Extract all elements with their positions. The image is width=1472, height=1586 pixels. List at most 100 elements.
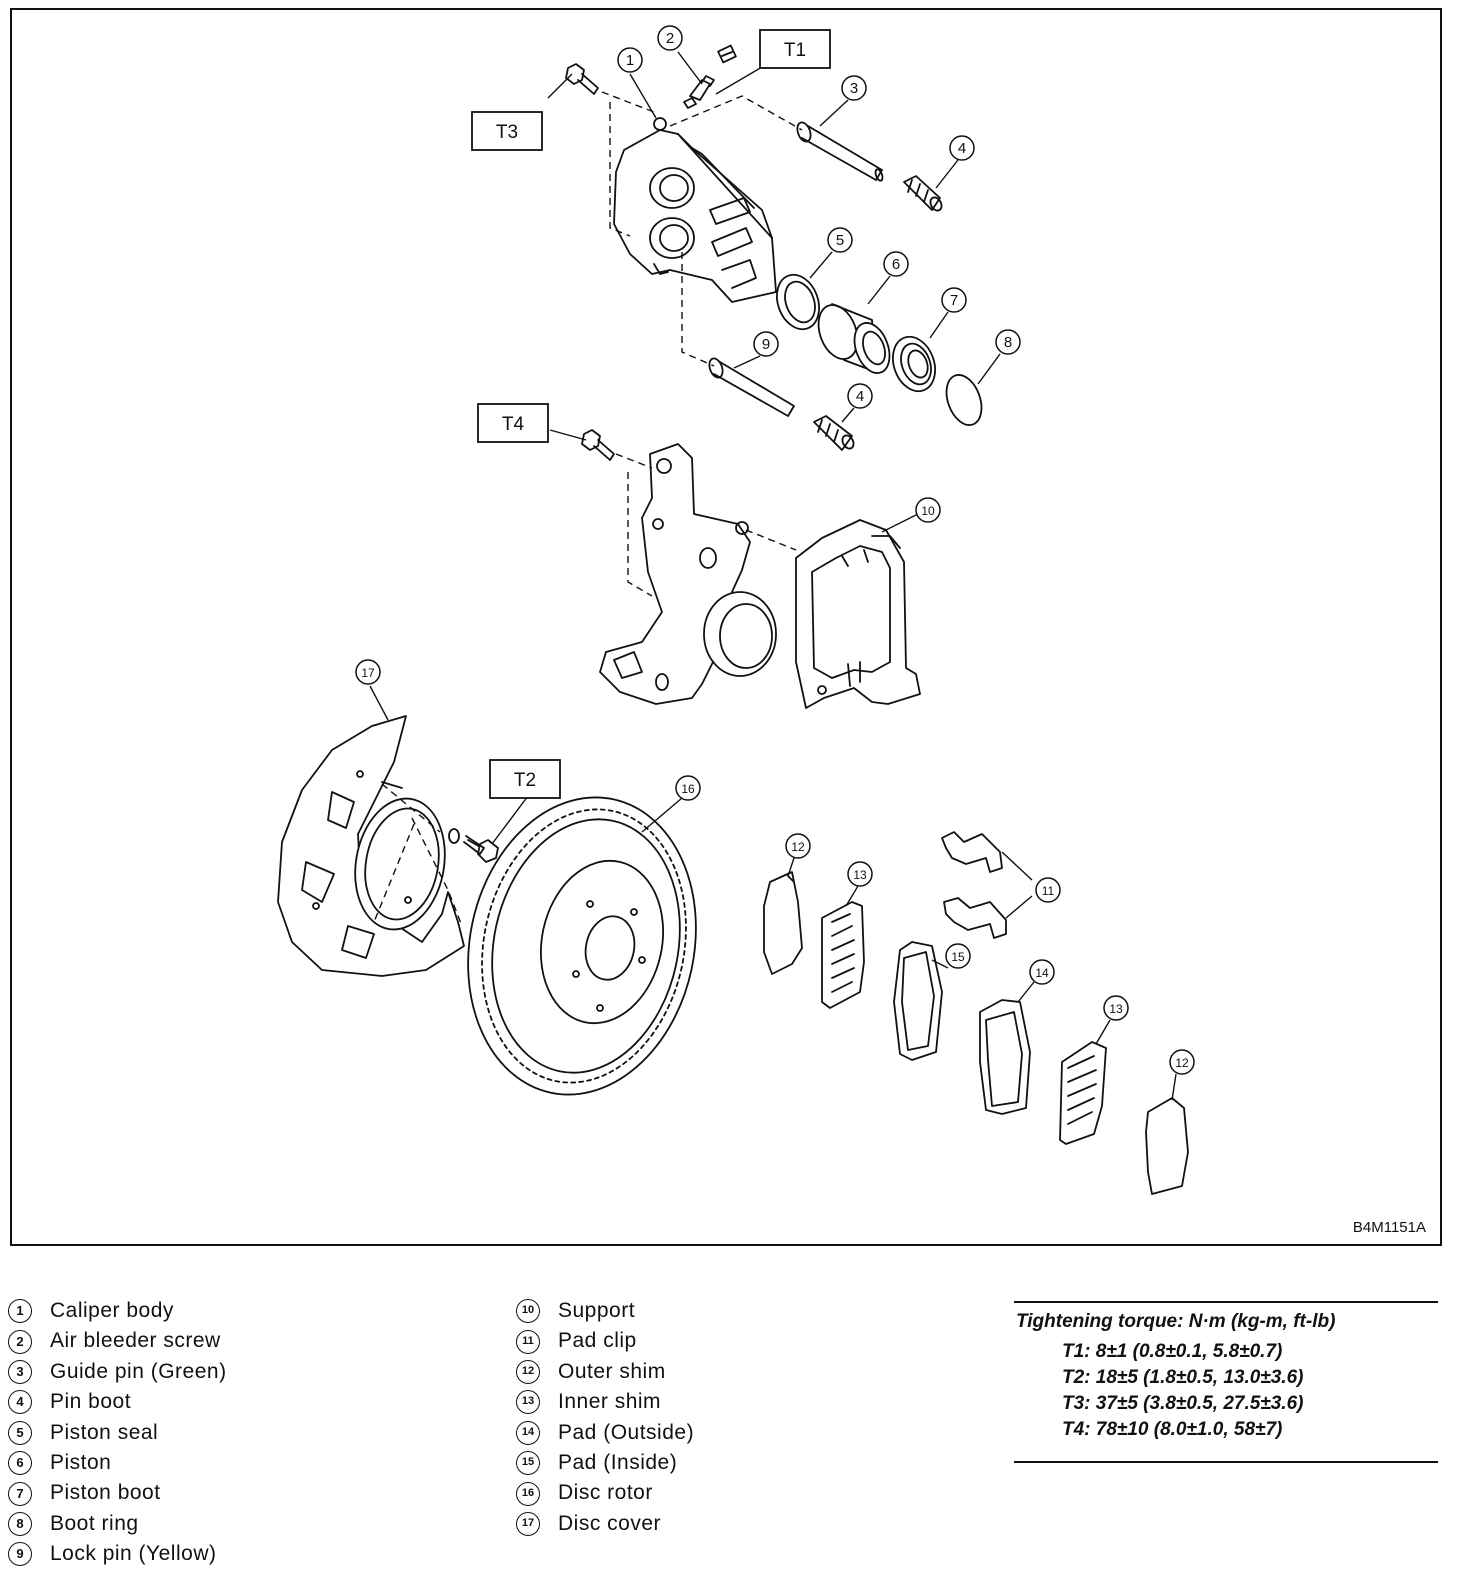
inner-shim-right-drawing — [1059, 1041, 1107, 1145]
legend-number: 16 — [516, 1481, 540, 1506]
legend-label: Pad clip — [558, 1329, 637, 1353]
legend-item: 2 Air bleeder screw — [8, 1326, 227, 1356]
bolt-t3-drawing — [565, 63, 599, 95]
legend-number: 2 — [8, 1329, 32, 1354]
legend-number: 17 — [516, 1512, 540, 1537]
callout-4-upper: 4 — [949, 135, 975, 161]
callout-label: 8 — [1004, 334, 1012, 351]
legend-number: 12 — [516, 1360, 540, 1385]
torque-tag-t3: T3 — [471, 111, 543, 151]
callout-9: 9 — [753, 331, 779, 357]
callout-label: 12 — [791, 840, 805, 854]
legend-label: Outer shim — [558, 1359, 666, 1383]
callout-6: 6 — [883, 251, 909, 277]
callout-16: 16 — [675, 775, 701, 801]
callout-15: 15 — [945, 943, 971, 969]
callout-label: 13 — [1109, 1002, 1123, 1016]
callout-label: 16 — [681, 782, 695, 796]
callout-13-left: 13 — [847, 861, 873, 887]
callout-label: 15 — [951, 950, 965, 964]
callout-label: 17 — [361, 666, 375, 680]
callout-12-left: 12 — [785, 833, 811, 859]
legend-label: Air bleeder screw — [50, 1329, 221, 1353]
legend-number: 10 — [516, 1299, 540, 1324]
torque-spec-row: T4: 78±10 (8.0±1.0, 58±7) — [1062, 1419, 1283, 1440]
torque-tag-label: T2 — [514, 770, 536, 791]
torque-tag-label: T1 — [784, 40, 806, 61]
legend-number: 13 — [516, 1390, 540, 1415]
figure-code: B4M1151A — [1352, 1219, 1426, 1236]
callout-label: 3 — [850, 80, 858, 97]
legend-number: 7 — [8, 1481, 32, 1506]
legend-item: 11 Pad clip — [516, 1326, 694, 1356]
diagram-frame: 1 2 3 4 5 6 7 8 9 4 10 17 16 12 13 11 15… — [10, 8, 1442, 1246]
callout-12-right: 12 — [1169, 1049, 1195, 1075]
legend-number: 4 — [8, 1390, 32, 1415]
legend-item: 16 Disc rotor — [516, 1478, 694, 1508]
legend-label: Disc rotor — [558, 1481, 653, 1505]
leader-lines — [369, 51, 1177, 1101]
legend-number: 15 — [516, 1451, 540, 1476]
bolt-t4-drawing — [581, 429, 615, 461]
legend-item: 6 Piston — [8, 1448, 227, 1478]
callout-label: 10 — [921, 504, 935, 518]
torque-spec-row: T2: 18±5 (1.8±0.5, 13.0±3.6) — [1062, 1367, 1304, 1388]
legend-label: Guide pin (Green) — [50, 1359, 227, 1383]
pad-outside-drawing — [979, 999, 1031, 1115]
pad-inside-drawing — [893, 941, 943, 1061]
boot-ring-drawing — [945, 374, 983, 426]
callout-8: 8 — [995, 329, 1021, 355]
piston-boot-drawing — [892, 335, 936, 393]
legend-item: 14 Pad (Outside) — [516, 1418, 694, 1448]
callout-label: 11 — [1042, 884, 1055, 898]
outer-shim-left-drawing — [763, 871, 803, 975]
legend-number: 5 — [8, 1420, 32, 1445]
callout-label: 4 — [958, 140, 966, 157]
outer-shim-right-drawing — [1145, 1097, 1189, 1195]
guide-pin-drawing — [796, 121, 884, 182]
torque-tag-label: T3 — [496, 122, 518, 143]
callout-5: 5 — [827, 227, 853, 253]
callout-11: 11 — [1035, 877, 1061, 903]
legend-number: 6 — [8, 1451, 32, 1476]
callout-label: 4 — [856, 388, 864, 405]
legend-label: Pad (Outside) — [558, 1420, 695, 1444]
callout-4-lower: 4 — [847, 383, 873, 409]
callout-label: 5 — [836, 232, 844, 249]
callout-label: 6 — [892, 256, 900, 273]
exploded-brake-diagram: 1 2 3 4 5 6 7 8 9 4 10 17 16 12 13 11 15… — [277, 25, 1195, 1195]
torque-spec-box: Tightening torque: N·m (kg-m, ft-lb) T1:… — [1014, 1301, 1438, 1463]
pin-boot-lower-drawing — [813, 415, 855, 451]
callout-10: 10 — [915, 497, 941, 523]
piston-seal-drawing — [776, 273, 820, 331]
callout-label: 7 — [950, 292, 958, 309]
assembly-lines — [373, 91, 803, 927]
inner-shim-left-drawing — [821, 901, 865, 1009]
legend-number: 11 — [516, 1329, 540, 1354]
legend-item: 12 Outer shim — [516, 1357, 694, 1387]
pad-clip-drawing — [941, 831, 1007, 939]
legend-number: 14 — [516, 1420, 540, 1445]
legend-label: Boot ring — [50, 1511, 139, 1535]
caliper-body-drawing — [613, 117, 777, 303]
pin-boot-upper-drawing — [903, 175, 943, 212]
callouts: 1 2 3 4 5 6 7 8 9 4 10 17 16 12 13 11 15… — [355, 25, 1195, 1075]
callout-label: 13 — [853, 868, 867, 882]
support-drawing — [795, 519, 921, 709]
knuckle-drawing — [599, 443, 777, 705]
bolt-t2-drawing — [448, 828, 499, 863]
torque-spec-title: Tightening torque: N·m (kg-m, ft-lb) — [1016, 1311, 1336, 1332]
callout-label: 2 — [666, 30, 674, 47]
torque-tags: T1 T3 T4 T2 — [471, 29, 831, 799]
legend-label: Piston — [50, 1451, 112, 1475]
torque-spec-row: T3: 37±5 (3.8±0.5, 27.5±3.6) — [1062, 1393, 1304, 1414]
torque-tag-t1: T1 — [759, 29, 831, 69]
